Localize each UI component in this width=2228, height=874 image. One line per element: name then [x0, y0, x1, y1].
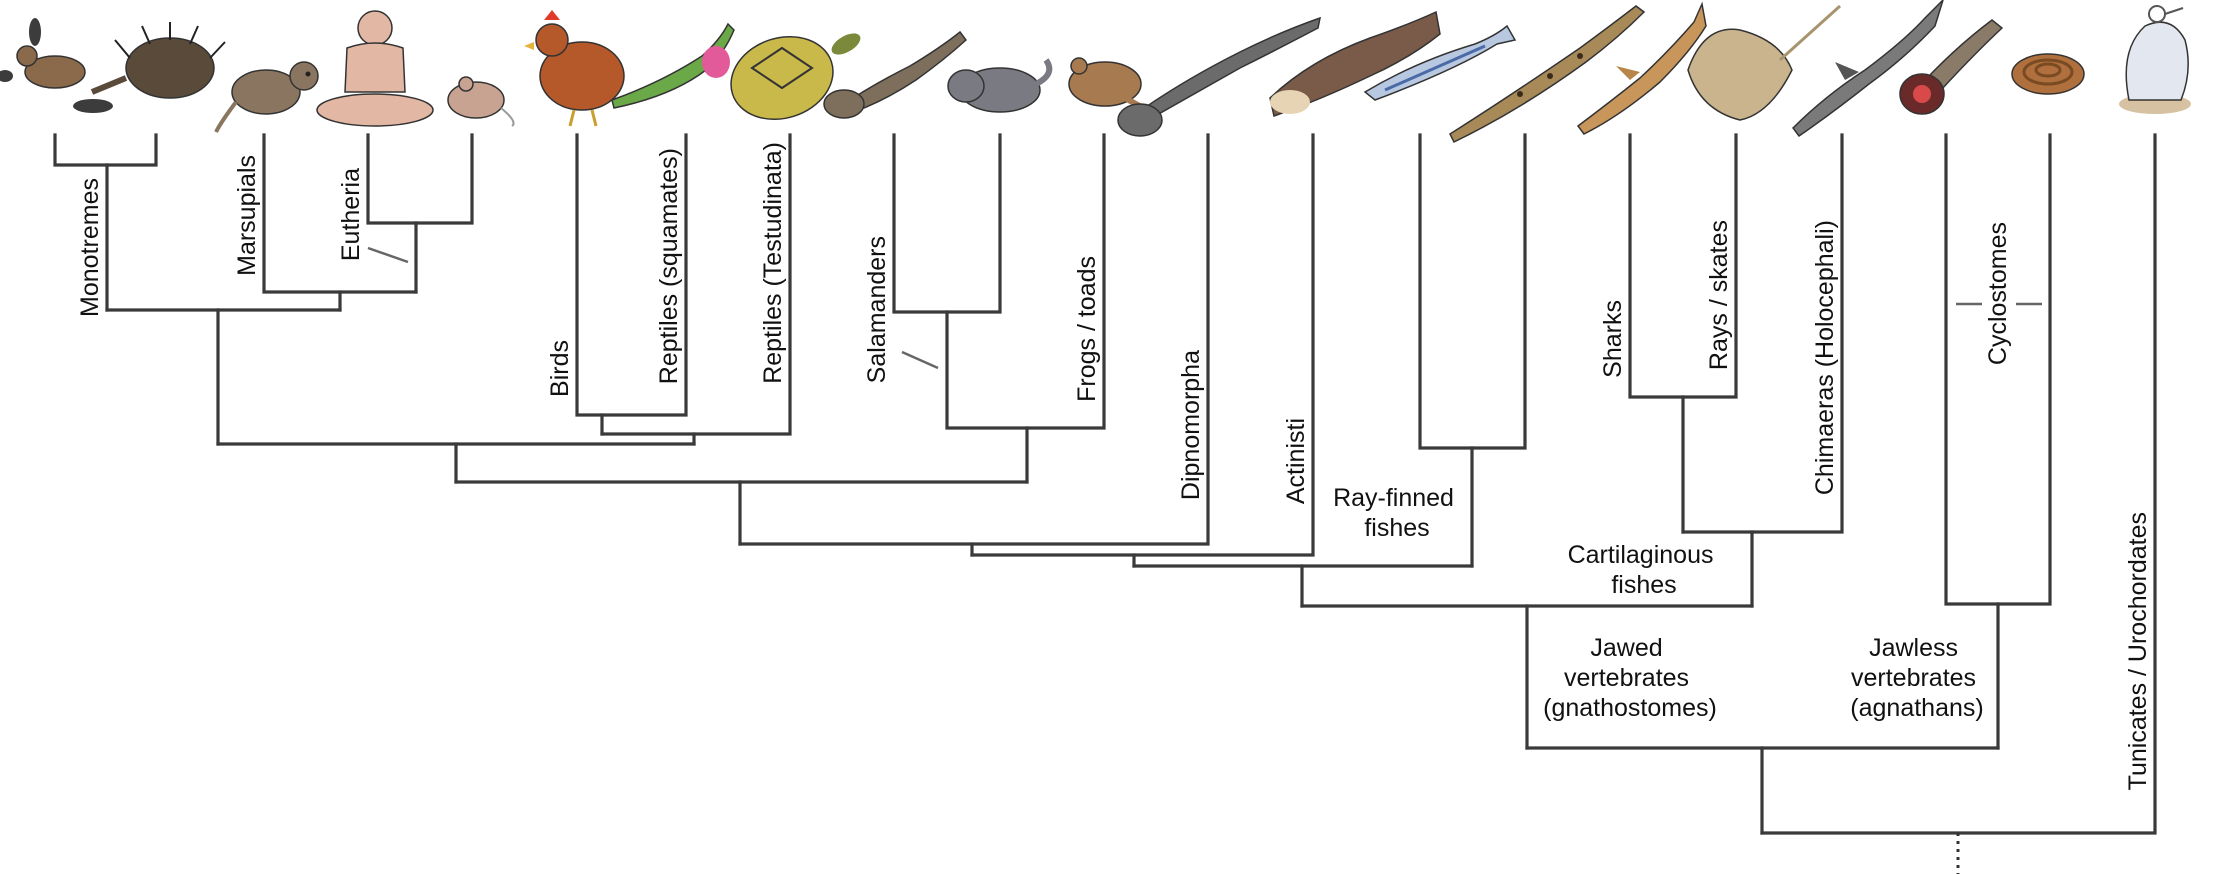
label-rays: Rays / skates — [1705, 220, 1733, 370]
lungfish-icon — [1117, 16, 1321, 137]
human-icon — [316, 10, 434, 127]
zebrafish-icon — [1363, 24, 1517, 101]
coelacanth-icon — [1269, 10, 1441, 117]
chimaera-icon — [1792, 0, 1944, 138]
label-actinisti: Actinisti — [1282, 418, 1310, 504]
axolotl-icon — [947, 58, 1053, 113]
opossum-icon — [214, 61, 319, 133]
label-squamates: Reptiles (squamates) — [655, 148, 683, 384]
shark-icon — [1576, 1, 1707, 135]
clade-jawless: Jawless vertebrates (agnathans) — [1850, 634, 1983, 722]
platypus-icon — [0, 18, 113, 113]
taxon-labels: Monotremes Marsupials Eutheria Birds Rep… — [76, 142, 2152, 790]
label-cyclostomes: Cyclostomes — [1984, 222, 2012, 365]
clade-cartilaginous: Cartilaginous fishes — [1568, 541, 1721, 599]
gar-icon — [1449, 5, 1646, 143]
tunicate-icon — [2119, 5, 2191, 114]
tree-branches — [53, 133, 2157, 874]
clade-jawed: Jawed vertebrates (gnathostomes) — [1543, 634, 1717, 722]
lamprey-icon — [1899, 19, 2004, 115]
anole-lizard-icon — [611, 22, 735, 109]
mouse-icon — [447, 76, 515, 127]
label-frogs: Frogs / toads — [1073, 256, 1101, 402]
label-salamanders: Salamanders — [863, 236, 891, 383]
salamander-icon — [823, 30, 968, 119]
label-sharks: Sharks — [1599, 300, 1627, 378]
label-eutheria: Eutheria — [337, 168, 365, 261]
label-testudinata: Reptiles (Testudinata) — [759, 142, 787, 384]
clade-ray-finned: Ray-finned fishes — [1333, 484, 1461, 542]
chicken-icon — [524, 10, 625, 127]
monotremes-branch — [53, 133, 158, 167]
animal-illustrations — [0, 0, 2191, 143]
clade-labels: Ray-finned fishes Cartilaginous fishes J… — [1333, 484, 1984, 722]
hagfish-icon — [2011, 53, 2085, 95]
label-birds: Birds — [546, 340, 574, 397]
label-tunicates: Tunicates / Urochordates — [2124, 512, 2152, 790]
echidna-icon — [90, 22, 226, 99]
label-monotremes: Monotremes — [76, 178, 104, 317]
turtle-icon — [730, 33, 861, 121]
label-chimaeras: Chimaeras (Holocephali) — [1811, 220, 1839, 495]
label-dipnomorpha: Dipnomorpha — [1177, 350, 1205, 500]
label-marsupials: Marsupials — [233, 155, 261, 276]
skate-icon — [1687, 4, 1842, 121]
